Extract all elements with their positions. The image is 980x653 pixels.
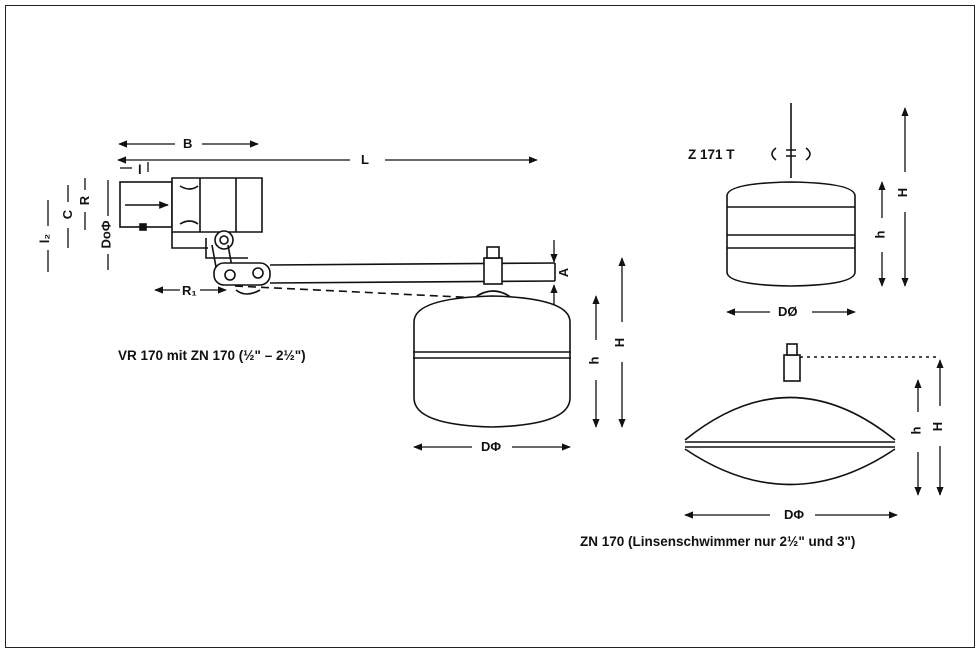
dim-b-label: B <box>183 136 193 151</box>
dim-H-z171-label: H <box>895 187 911 198</box>
dim-d-lens-label: DΦ <box>784 507 805 522</box>
float-z171t <box>726 103 856 287</box>
dim-h-lens-label: h <box>908 426 924 435</box>
valve-body <box>119 177 263 259</box>
dim-d-float-label: DΦ <box>481 439 502 454</box>
dim-H-lens-label: H <box>930 421 946 432</box>
dim-l-small-label: l <box>138 162 142 177</box>
dim-d-valve-label: DoΦ <box>98 220 114 249</box>
dim-l2-label: l₂ <box>37 233 53 244</box>
caption-z171t: Z 171 T <box>688 147 735 162</box>
caption-assembly: VR 170 mit ZN 170 (½" – 2½") <box>118 348 306 363</box>
dim-d-z171-label: DØ <box>778 304 798 319</box>
dim-h-z171-label: h <box>872 230 888 239</box>
dim-c-label: C <box>60 209 76 220</box>
dim-h-float-label: h <box>586 356 602 365</box>
dimension-lines <box>47 107 944 519</box>
float-lens <box>684 343 940 486</box>
lever-arm <box>211 244 556 299</box>
dim-a-label: A <box>556 267 572 278</box>
dim-H-float-label: H <box>612 337 628 348</box>
dim-r1-label: R₁ <box>182 283 197 298</box>
dim-l-label: L <box>361 152 369 167</box>
drawing-frame <box>5 5 975 648</box>
dim-r-label: R <box>77 195 93 206</box>
float-assembly <box>413 246 571 428</box>
caption-lens-float: ZN 170 (Linsenschwimmer nur 2½" und 3") <box>580 534 856 549</box>
